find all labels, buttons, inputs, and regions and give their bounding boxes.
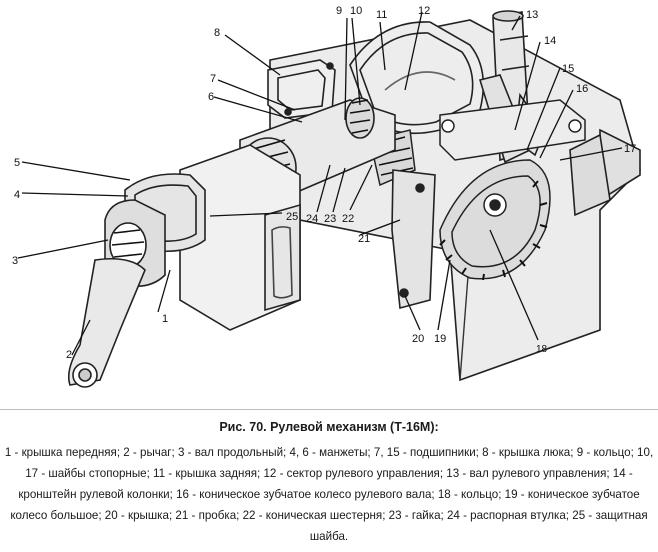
leader-15 bbox=[526, 67, 561, 151]
leader-13 bbox=[511, 15, 521, 31]
callout-16: 16 bbox=[576, 83, 588, 95]
side-cover bbox=[391, 169, 436, 310]
leader-21 bbox=[359, 219, 401, 236]
callout-15: 15 bbox=[562, 63, 574, 75]
callout-1: 1 bbox=[162, 313, 168, 325]
large-bevel-gear bbox=[439, 159, 551, 281]
leader-lines bbox=[17, 11, 623, 356]
callout-8: 8 bbox=[214, 27, 220, 39]
callout-23: 23 bbox=[324, 213, 336, 225]
hatch-cover bbox=[267, 59, 336, 119]
leader-24 bbox=[316, 164, 331, 213]
callout-25: 25 bbox=[286, 211, 298, 223]
leader-10 bbox=[351, 17, 361, 106]
callout-10: 10 bbox=[350, 5, 362, 17]
callout-2: 2 bbox=[66, 349, 72, 361]
leader-19 bbox=[437, 259, 451, 331]
callout-9: 9 bbox=[336, 5, 342, 17]
leader-12 bbox=[404, 11, 423, 91]
callout-21: 21 bbox=[358, 233, 370, 245]
caption-title: Рис. 70. Рулевой механизм (Т-16М): bbox=[219, 420, 439, 434]
callout-5: 5 bbox=[14, 157, 20, 169]
leader-2 bbox=[71, 319, 91, 356]
steering-mechanism-drawing: 1 2 3 4 5 6 7 8 9 10 11 12 13 14 15 16 1… bbox=[12, 5, 641, 388]
callout-18: 18 bbox=[536, 344, 548, 355]
leader-11 bbox=[379, 21, 386, 71]
callout-13: 13 bbox=[526, 9, 538, 21]
callout-7: 7 bbox=[210, 73, 216, 85]
leader-9 bbox=[344, 17, 348, 121]
leader-4 bbox=[21, 192, 129, 197]
leader-5 bbox=[21, 161, 131, 181]
column-bracket bbox=[439, 99, 586, 161]
figure-caption: Рис. 70. Рулевой механизм (Т-16М): 1 - к… bbox=[0, 414, 658, 547]
callout-20: 20 bbox=[412, 333, 424, 345]
callout-6: 6 bbox=[208, 91, 214, 103]
front-housing bbox=[179, 144, 301, 331]
callout-19: 19 bbox=[434, 333, 446, 345]
callout-12: 12 bbox=[418, 5, 430, 17]
callout-14: 14 bbox=[544, 35, 556, 47]
leader-7 bbox=[217, 79, 296, 111]
caption-legend: 1 - крышка передняя; 2 - рычаг; 3 - вал … bbox=[4, 446, 654, 543]
leader-23 bbox=[332, 167, 346, 213]
leader-8 bbox=[224, 34, 281, 76]
caption-divider bbox=[0, 409, 658, 410]
lever-arm bbox=[67, 257, 146, 388]
leader-3 bbox=[17, 239, 109, 259]
callout-labels: 1 2 3 4 5 6 7 8 9 10 11 12 13 14 15 16 1… bbox=[12, 5, 636, 361]
leader-20 bbox=[404, 295, 421, 331]
leader-16 bbox=[539, 89, 574, 159]
leader-22 bbox=[349, 164, 373, 211]
leader-18 bbox=[489, 229, 539, 341]
callout-17: 17 bbox=[624, 143, 636, 155]
leader-14 bbox=[514, 41, 541, 131]
callout-24: 24 bbox=[306, 213, 318, 225]
callout-22: 22 bbox=[342, 213, 354, 225]
callout-4: 4 bbox=[14, 189, 20, 201]
callout-11: 11 bbox=[376, 9, 387, 21]
drawing-svg: 1 2 3 4 5 6 7 8 9 10 11 12 13 14 15 16 1… bbox=[12, 5, 641, 388]
leader-17 bbox=[559, 147, 623, 161]
callout-3: 3 bbox=[12, 255, 18, 267]
leader-25 bbox=[209, 212, 283, 217]
leader-6 bbox=[213, 96, 303, 123]
leader-1 bbox=[157, 269, 171, 313]
